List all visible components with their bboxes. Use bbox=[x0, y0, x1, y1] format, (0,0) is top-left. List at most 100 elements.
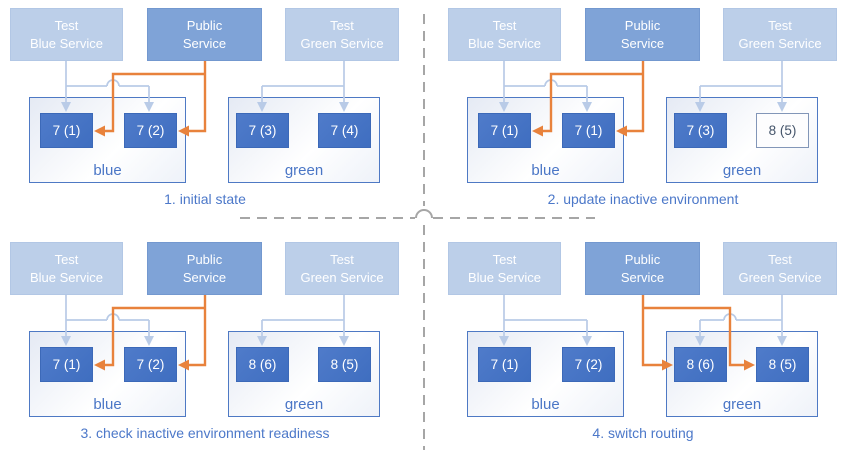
arrowhead-right-icon bbox=[662, 359, 673, 371]
divider-crossing-hop bbox=[415, 209, 433, 219]
test-blue-arrow bbox=[65, 295, 150, 337]
public-service-box: Public Service bbox=[585, 242, 700, 295]
pod: 8 (5) bbox=[756, 113, 809, 148]
service-label-line: Green Service bbox=[300, 35, 384, 51]
pod: 7 (3) bbox=[236, 113, 289, 148]
blue-environment-box: 7 (1) 7 (2) blue bbox=[29, 97, 186, 183]
arrowhead-down-icon bbox=[695, 336, 705, 346]
test-green-service-box: Test Green Service bbox=[723, 242, 837, 295]
public-service-box: Public Service bbox=[585, 8, 700, 61]
service-label-line: Service bbox=[182, 35, 227, 51]
service-label-line: Test bbox=[330, 18, 354, 34]
environment-label: blue bbox=[531, 396, 560, 413]
test-blue-service-box: Test Blue Service bbox=[10, 242, 123, 295]
environment-label: blue bbox=[93, 396, 122, 413]
test-green-arrow bbox=[261, 295, 345, 337]
test-green-arrow bbox=[261, 61, 345, 103]
environment-label: blue bbox=[93, 162, 122, 179]
panel-update-inactive: 7 (1) 7 (1) blue 7 (3) 8 (5) green bbox=[424, 0, 848, 228]
service-label-line: Blue Service bbox=[30, 269, 103, 285]
pod: 7 (2) bbox=[124, 113, 177, 148]
public-service-box: Public Service bbox=[147, 242, 262, 295]
service-label-line: Test bbox=[492, 252, 517, 268]
test-blue-service-box: Test Blue Service bbox=[10, 8, 123, 61]
arrowhead-down-icon bbox=[582, 102, 592, 112]
service-label-line: Test bbox=[768, 18, 792, 34]
routing-arrows bbox=[499, 295, 787, 371]
step-caption: 3. check inactive environment readiness bbox=[80, 425, 330, 441]
arrowhead-left-icon bbox=[94, 125, 105, 137]
environment-label: green bbox=[722, 162, 762, 179]
arrowhead-left-icon bbox=[94, 359, 105, 371]
routing-arrows bbox=[61, 61, 349, 137]
arrowhead-left-icon bbox=[616, 125, 627, 137]
service-label-line: Test bbox=[768, 252, 792, 268]
pod: 7 (2) bbox=[562, 347, 615, 382]
blue-environment-box: 7 (1) 7 (2) blue bbox=[467, 331, 624, 417]
arrowhead-right-icon bbox=[744, 359, 755, 371]
pod: 7 (4) bbox=[318, 113, 371, 148]
arrowhead-down-icon bbox=[144, 336, 154, 346]
pod: 7 (1) bbox=[478, 113, 531, 148]
test-green-service-box: Test Green Service bbox=[723, 8, 837, 61]
routing-arrows bbox=[499, 61, 787, 137]
environment-label: blue bbox=[531, 162, 560, 179]
arrowhead-left-icon bbox=[178, 125, 189, 137]
arrowhead-left-icon bbox=[178, 359, 189, 371]
panel-initial-state: 7 (1) 7 (2) blue 7 (3) 7 (4) green bbox=[0, 0, 424, 228]
service-label-line: Public bbox=[186, 18, 223, 34]
service-label-line: Public bbox=[624, 18, 661, 34]
step-caption: 4. switch routing bbox=[592, 425, 694, 441]
panel-check-readiness: 7 (1) 7 (2) blue 8 (6) 8 (5) green bbox=[0, 228, 424, 456]
service-label-line: Service bbox=[182, 269, 227, 285]
arrowhead-down-icon bbox=[499, 336, 509, 346]
test-green-service-box: Test Green Service bbox=[285, 8, 399, 61]
arrowhead-down-icon bbox=[695, 102, 705, 112]
blue-environment-box: 7 (1) 7 (2) blue bbox=[29, 331, 186, 417]
arrowhead-down-icon bbox=[61, 102, 71, 112]
pod: 8 (5) bbox=[318, 347, 371, 382]
arrowhead-down-icon bbox=[582, 336, 592, 346]
service-label-line: Green Service bbox=[300, 269, 384, 285]
test-blue-service-box: Test Blue Service bbox=[448, 8, 561, 61]
service-label-line: Test bbox=[54, 18, 79, 34]
service-label-line: Test bbox=[330, 252, 354, 268]
public-routing-arrow bbox=[105, 295, 207, 367]
arrowhead-down-icon bbox=[777, 336, 787, 346]
public-routing-arrow bbox=[641, 295, 744, 367]
arrowhead-down-icon bbox=[257, 336, 267, 346]
blue-environment-box: 7 (1) 7 (1) blue bbox=[467, 97, 624, 183]
pod: 8 (6) bbox=[674, 347, 727, 382]
service-label-line: Public bbox=[186, 252, 223, 268]
test-blue-service-box: Test Blue Service bbox=[448, 242, 561, 295]
pod: 7 (3) bbox=[674, 113, 727, 148]
step-caption: 2. update inactive environment bbox=[547, 191, 739, 207]
environment-label: green bbox=[284, 162, 324, 179]
pod: 7 (1) bbox=[478, 347, 531, 382]
arrowhead-down-icon bbox=[499, 102, 509, 112]
green-environment-box: 7 (3) 8 (5) green bbox=[666, 97, 818, 183]
pod: 8 (6) bbox=[236, 347, 289, 382]
pod: 7 (1) bbox=[40, 113, 93, 148]
arrowhead-down-icon bbox=[257, 102, 267, 112]
service-label-line: Test bbox=[492, 18, 517, 34]
arrowhead-down-icon bbox=[339, 336, 349, 346]
environment-label: green bbox=[284, 396, 324, 413]
pod: 8 (5) bbox=[756, 347, 809, 382]
arrowhead-down-icon bbox=[777, 102, 787, 112]
service-label-line: Blue Service bbox=[468, 35, 541, 51]
step-caption: 1. initial state bbox=[164, 191, 246, 207]
public-service-box: Public Service bbox=[147, 8, 262, 61]
test-blue-arrow bbox=[65, 61, 150, 103]
service-label-line: Blue Service bbox=[30, 35, 103, 51]
service-label-line: Test bbox=[54, 252, 79, 268]
arrowhead-down-icon bbox=[144, 102, 154, 112]
pod: 7 (1) bbox=[40, 347, 93, 382]
test-blue-arrow bbox=[503, 295, 588, 337]
service-label-line: Public bbox=[624, 252, 661, 268]
environment-label: green bbox=[722, 396, 762, 413]
green-environment-box: 8 (6) 8 (5) green bbox=[666, 331, 818, 417]
routing-arrows bbox=[61, 295, 349, 371]
